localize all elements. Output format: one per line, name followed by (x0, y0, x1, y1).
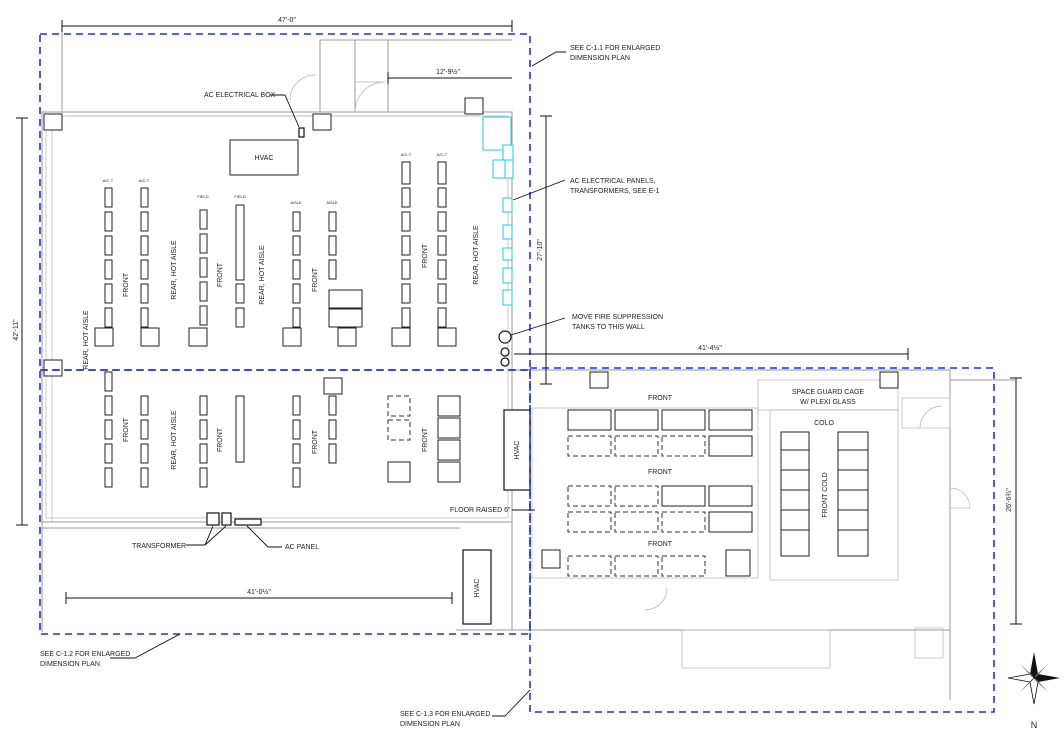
svg-text:FRONT: FRONT (422, 243, 429, 268)
note-c13-line1: SEE C-1.3 FOR ENLARGED (400, 711, 490, 718)
svg-text:A/C-T: A/C-T (401, 152, 412, 157)
note-c11-line2: DIMENSION PLAN (570, 55, 630, 62)
svg-text:FRONT: FRONT (217, 427, 224, 452)
hvac-label-top: HVAC (255, 155, 274, 162)
dim-left-height: 42'-11" (13, 319, 20, 341)
note-c11-line1: SEE C-1.1 FOR ENLARGED (570, 45, 660, 52)
svg-text:FIELD: FIELD (234, 194, 245, 199)
north-label: N (1031, 720, 1038, 730)
svg-text:REAR, HOT AISLE: REAR, HOT AISLE (259, 245, 266, 305)
note-ac-panel: AC PANEL (285, 544, 319, 551)
hvac-unit-bottom (462, 549, 492, 625)
note-fire-line2: TANKS TO THIS WALL (572, 324, 645, 331)
svg-text:REAR, HOT AISLE: REAR, HOT AISLE (473, 225, 480, 285)
hvac-unit-top (229, 139, 299, 176)
svg-text:FRONT: FRONT (123, 272, 130, 297)
svg-text:FRONT: FRONT (312, 267, 319, 292)
annex-walls (323, 369, 1015, 700)
svg-text:A/C-T: A/C-T (103, 178, 114, 183)
note-floor-raised: FLOOR RAISED 6" (450, 507, 511, 514)
rack-rows (94, 161, 461, 488)
hvac-label-bottom: HVAC (474, 579, 481, 598)
svg-text:A/C-T: A/C-T (437, 152, 448, 157)
svg-text:FIELD: FIELD (197, 194, 208, 199)
note-c12-line1: SEE C-1.2 FOR ENLARGED (40, 651, 130, 658)
cage-note-line2: W/ PLEXI GLASS (800, 399, 856, 406)
north-arrow-icon (1007, 652, 1060, 705)
svg-text:FRONT: FRONT (648, 395, 673, 402)
note-ac-box: AC ELECTRICAL BOX (204, 92, 276, 99)
svg-text:FRONT: FRONT (648, 541, 673, 548)
dimension-lines: 47'-0" 12'-9½" 42'-11" 27'-10" 41'-4½" 4… (13, 17, 1022, 625)
dim-top-door: 12'-9½" (436, 68, 460, 76)
annex-racks: FRONT FRONT FRONT FRONT COLD SPACE GUARD… (541, 389, 869, 577)
dim-top-width: 47'-0" (278, 17, 296, 24)
svg-text:FRONT: FRONT (217, 262, 224, 287)
dim-middle-width: 41'-4½" (698, 344, 722, 352)
note-transformer: TRANSFORMER (132, 543, 186, 550)
electrical-elements (206, 116, 514, 526)
svg-text:FRONT: FRONT (648, 469, 673, 476)
transformer-box-1 (206, 512, 220, 526)
hvac-unit-mid (503, 409, 531, 491)
note-c12-line2: DIMENSION PLAN (40, 661, 100, 668)
note-fire-line1: MOVE FIRE SUPPRESSION (572, 314, 663, 321)
svg-text:AISLE: AISLE (290, 200, 302, 205)
aisle-labels: FRONT REAR, HOT AISLE FRONT REAR, HOT AI… (83, 225, 480, 470)
dim-right-height: 27'-10" (537, 239, 544, 261)
cage-note-line1: SPACE GUARD CAGE (792, 389, 865, 396)
svg-text:REAR, HOT AISLE: REAR, HOT AISLE (171, 240, 178, 300)
notes: SEE C-1.1 FOR ENLARGED DIMENSION PLAN AC… (40, 45, 663, 728)
svg-text:FRONT: FRONT (312, 429, 319, 454)
transformer-box-2 (221, 512, 232, 526)
svg-text:A/C-T: A/C-T (139, 178, 150, 183)
ac-panel-box (234, 518, 262, 526)
ac-electrical-box (298, 127, 305, 138)
svg-text:FRONT: FRONT (123, 417, 130, 442)
svg-text:REAR, HOT AISLE: REAR, HOT AISLE (171, 410, 178, 470)
colo-label: COLO (814, 420, 834, 427)
row-tags: A/C-T A/C-T FIELD FIELD AISLE AISLE A/C-… (103, 152, 448, 205)
hvac-label-mid: HVAC (514, 441, 521, 460)
svg-text:FRONT: FRONT (422, 427, 429, 452)
svg-text:FRONT COLD: FRONT COLD (822, 472, 829, 517)
note-ac-panels-line2: TRANSFORMERS, SEE E-1 (570, 188, 660, 195)
dim-bottom-width: 41'-0½" (247, 588, 271, 596)
fire-tank-1 (498, 330, 512, 344)
main-room-walls (41, 30, 513, 632)
note-c13-line2: DIMENSION PLAN (400, 721, 460, 728)
enlarged-plan-boundaries (39, 33, 995, 713)
svg-text:REAR, HOT AISLE: REAR, HOT AISLE (83, 310, 90, 370)
dim-annex-height: 26'-6¾" (1006, 488, 1013, 512)
note-ac-panels-line1: AC ELECTRICAL PANELS, (570, 178, 656, 185)
hvac-units: HVAC HVAC HVAC (229, 139, 531, 625)
svg-text:AISLE: AISLE (326, 200, 338, 205)
